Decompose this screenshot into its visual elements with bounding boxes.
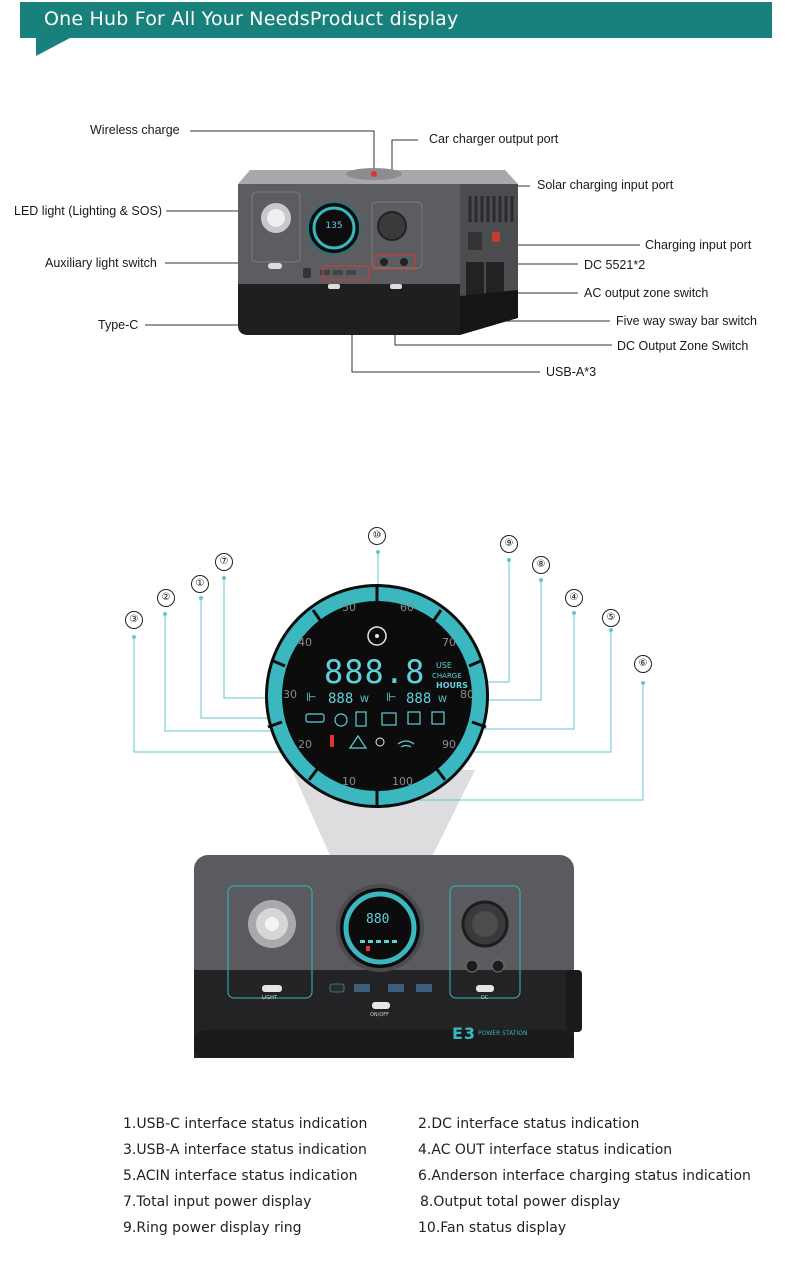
callout-dc-zone: DC Output Zone Switch bbox=[617, 339, 749, 353]
output-power-unit: W bbox=[438, 695, 447, 705]
ring-number-20: 20 bbox=[298, 738, 312, 751]
input-power-icon: ⊩ bbox=[306, 690, 317, 704]
header-title: One Hub For All Your NeedsProduct displa… bbox=[44, 8, 459, 30]
ring-number-60: 60 bbox=[400, 601, 414, 614]
ring-number-40: 40 bbox=[298, 636, 312, 649]
legend-item-1: 1.USB-C interface status indication bbox=[123, 1116, 368, 1132]
front-onoff-label: ON/OFF bbox=[370, 1012, 390, 1018]
ring-number-100: 100 bbox=[392, 775, 413, 788]
front-dc-label: DC bbox=[481, 995, 489, 1001]
round-display bbox=[265, 584, 489, 808]
banner-tail-decoration bbox=[36, 38, 70, 56]
ring-number-70: 70 bbox=[442, 636, 456, 649]
marker-2: ② bbox=[157, 589, 175, 607]
marker-6: ⑥ bbox=[634, 655, 652, 673]
front-light-label: LIGHT bbox=[262, 995, 277, 1001]
legend-item-6: 6.Anderson interface charging status ind… bbox=[418, 1168, 751, 1184]
marker-9: ⑨ bbox=[500, 535, 518, 553]
marker-8: ⑧ bbox=[532, 556, 550, 574]
marker-5: ⑤ bbox=[602, 609, 620, 627]
legend-item-5: 5.ACIN interface status indication bbox=[123, 1168, 358, 1184]
marker-7: ⑦ bbox=[215, 553, 233, 571]
callout-ac-switch: AC output zone switch bbox=[584, 286, 709, 300]
marker-4: ④ bbox=[565, 589, 583, 607]
marker-10: ⑩ bbox=[368, 527, 386, 545]
front-sub-brand: POWER STATION bbox=[478, 1030, 528, 1037]
callout-wireless: Wireless charge bbox=[90, 123, 180, 137]
callout-solar: Solar charging input port bbox=[537, 178, 674, 192]
lead-5 bbox=[414, 630, 612, 753]
marker-1: ① bbox=[191, 575, 209, 593]
ring-number-10: 10 bbox=[342, 775, 356, 788]
lead-3 bbox=[133, 637, 330, 753]
legend-item-3: 3.USB-A interface status indication bbox=[123, 1142, 367, 1158]
hours-label: HOURS bbox=[436, 681, 468, 690]
legend-item-8: 8.Output total power display bbox=[420, 1194, 621, 1210]
input-power-value: 888 bbox=[328, 691, 354, 707]
output-power-value: 888 bbox=[406, 691, 432, 707]
lead-6 bbox=[393, 683, 644, 801]
line-wireless bbox=[190, 130, 375, 172]
charge-label: CHARGE bbox=[432, 672, 462, 680]
input-power-unit: W bbox=[360, 695, 369, 705]
callout-dc5521: DC 5521*2 bbox=[584, 258, 646, 272]
ring-number-80: 80 bbox=[460, 688, 474, 701]
callout-charging-input: Charging input port bbox=[645, 238, 752, 252]
use-label: USE bbox=[436, 661, 452, 670]
front-brand: E3 bbox=[452, 1024, 477, 1043]
callout-car-port: Car charger output port bbox=[429, 132, 559, 146]
callout-aux-switch: Auxiliary light switch bbox=[45, 256, 157, 270]
callout-usba: USB-A*3 bbox=[546, 365, 597, 379]
output-power-icon: ⊩ bbox=[386, 690, 397, 704]
power-station-top-image: 135 bbox=[238, 168, 518, 335]
legend-item-2: 2.DC interface status indication bbox=[418, 1116, 640, 1132]
ring-number-30: 30 bbox=[283, 688, 297, 701]
ring-number-90: 90 bbox=[442, 738, 456, 751]
top-diagram: 135 bbox=[145, 130, 640, 373]
legend-item-7: 7.Total input power display bbox=[123, 1194, 312, 1210]
callout-five-way: Five way sway bar switch bbox=[616, 314, 758, 328]
callout-typec: Type-C bbox=[98, 318, 139, 332]
main-digits: 888.8 bbox=[324, 653, 426, 691]
callout-led: LED light (Lighting & SOS) bbox=[14, 204, 162, 218]
legend-item-4: 4.AC OUT interface status indication bbox=[418, 1142, 673, 1158]
legend-item-9: 9.Ring power display ring bbox=[123, 1220, 302, 1236]
front-screen-value: 880 bbox=[366, 912, 390, 927]
legend-item-10: 10.Fan status display bbox=[418, 1220, 567, 1236]
marker-3: ③ bbox=[125, 611, 143, 629]
ring-number-50: 50 bbox=[342, 601, 356, 614]
svg-text:135: 135 bbox=[325, 221, 342, 231]
header-banner: One Hub For All Your NeedsProduct displa… bbox=[20, 2, 772, 38]
